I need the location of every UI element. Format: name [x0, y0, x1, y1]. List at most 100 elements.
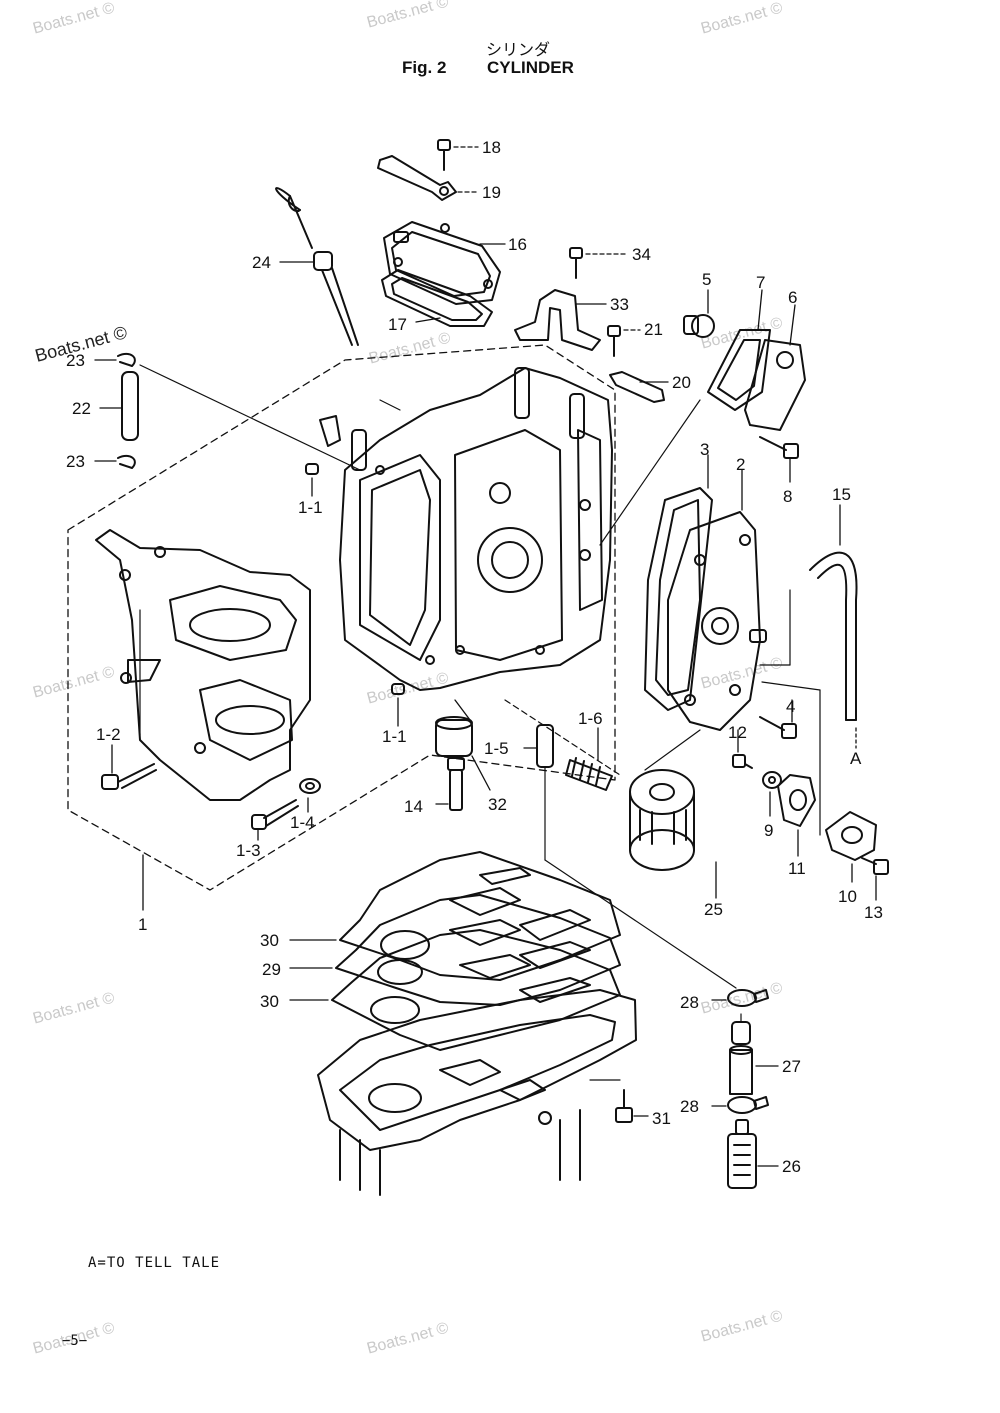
part-24-dipstick [275, 187, 359, 346]
part-27-hose [729, 1021, 779, 1095]
figure-title: CYLINDER [487, 58, 574, 77]
callout-11: 11 [788, 859, 806, 878]
part-32-collar [435, 716, 491, 791]
callout-25: 25 [704, 900, 723, 919]
callout-19: 19 [482, 183, 501, 202]
callout-28: 28 [680, 1097, 699, 1116]
part-13-bolt [861, 857, 889, 901]
callout-27: 27 [782, 1057, 801, 1076]
callout-a: A [850, 749, 862, 768]
part-34-bolt [569, 247, 629, 279]
figure-number: Fig. 2 [402, 58, 447, 77]
part-4-bolt [759, 699, 797, 739]
part-10-cover [825, 811, 877, 883]
callout-7: 7 [756, 273, 765, 292]
part-15-hose [759, 504, 858, 836]
callout-33: 33 [610, 295, 629, 314]
cylinder-block [319, 367, 701, 776]
callout-10: 10 [838, 887, 857, 906]
callout-13: 13 [864, 903, 883, 922]
callout-20: 20 [672, 373, 691, 392]
part-7-gasket [707, 289, 771, 411]
callout-leader [139, 364, 361, 471]
part-17-gasket [381, 269, 493, 327]
callout-labels: 18 19 16 24 17 34 33 21 20 5 7 6 23 22 2… [66, 138, 883, 1176]
title-japanese: シリンダ [486, 40, 551, 59]
part-9-washer [762, 771, 782, 817]
callout-1-1: 1-1 [298, 498, 323, 517]
part-23-clip [94, 454, 136, 469]
callout-2: 2 [736, 455, 745, 474]
callout-12: 12 [728, 723, 747, 742]
part-21-bolt [607, 325, 641, 357]
callout-18: 18 [482, 138, 501, 157]
part-33-bracket [514, 289, 607, 351]
part-22-pin [99, 371, 139, 441]
page-number: −5− [62, 1333, 88, 1349]
part-1-4-washer [299, 778, 321, 813]
part-30-gasket [289, 851, 621, 981]
part-29-gasket [289, 894, 621, 1006]
callout-3: 3 [700, 440, 709, 459]
callout-1-5: 1-5 [484, 739, 509, 758]
part-28-clip [711, 1096, 769, 1114]
callout-17: 17 [388, 315, 407, 334]
footnote: A=TO TELL TALE [88, 1255, 221, 1271]
callout-4: 4 [786, 697, 795, 716]
callout-23: 23 [66, 351, 85, 370]
part-11-gasket [777, 774, 816, 857]
callout-31: 31 [652, 1109, 671, 1128]
callout-6: 6 [788, 288, 797, 307]
callout-1-3: 1-3 [236, 841, 261, 860]
callout-14: 14 [404, 797, 423, 816]
callout-1-2: 1-2 [96, 725, 121, 744]
part-25-oil-filter [629, 769, 717, 899]
callout-1-6: 1-6 [578, 709, 603, 728]
callout-23: 23 [66, 452, 85, 471]
part-18-screw [437, 139, 479, 171]
callout-21: 21 [644, 320, 663, 339]
part-1-1-dowel [391, 683, 405, 727]
crankcase [95, 529, 311, 801]
callout-30: 30 [260, 992, 279, 1011]
callout-28: 28 [680, 993, 699, 1012]
callout-30: 30 [260, 931, 279, 950]
callout-1-4: 1-4 [290, 813, 315, 832]
part-28-clip [711, 989, 769, 1007]
part-20-strap [609, 371, 669, 403]
callout-16: 16 [508, 235, 527, 254]
callout-22: 22 [72, 399, 91, 418]
callout-34: 34 [632, 245, 651, 264]
part-3-gasket [644, 454, 713, 711]
part-19-strap [377, 155, 479, 201]
callout-24: 24 [252, 253, 271, 272]
part-1-3-bolt [251, 799, 299, 841]
part-2-cover [667, 469, 767, 731]
part-5-plug [683, 289, 715, 338]
part-16-cover [383, 221, 506, 305]
callout-26: 26 [782, 1157, 801, 1176]
callout-5: 5 [702, 270, 711, 289]
callout-32: 32 [488, 795, 507, 814]
callout-leader [644, 729, 701, 771]
part-6-thermostat-cover [744, 304, 806, 431]
part-30-gasket [289, 929, 621, 1051]
callout-1: 1 [138, 915, 147, 934]
callout-1-1: 1-1 [382, 727, 407, 746]
part-14-fitting [435, 757, 465, 811]
part-1-2-bolt [101, 744, 157, 790]
part-23-clip [94, 352, 136, 367]
drive-shaft-housing [317, 989, 637, 1196]
part-31-bolt [615, 1089, 649, 1123]
callout-29: 29 [262, 960, 281, 979]
callout-9: 9 [764, 821, 773, 840]
part-1-1-dowel [305, 463, 319, 497]
callout-8: 8 [783, 487, 792, 506]
part-1-5-sleeve [523, 724, 737, 989]
part-1-6-spring [565, 727, 613, 791]
callout-15: 15 [832, 485, 851, 504]
part-12-bolt [732, 729, 753, 769]
part-8-bolt [759, 436, 799, 483]
assembly-boundary [67, 344, 616, 891]
